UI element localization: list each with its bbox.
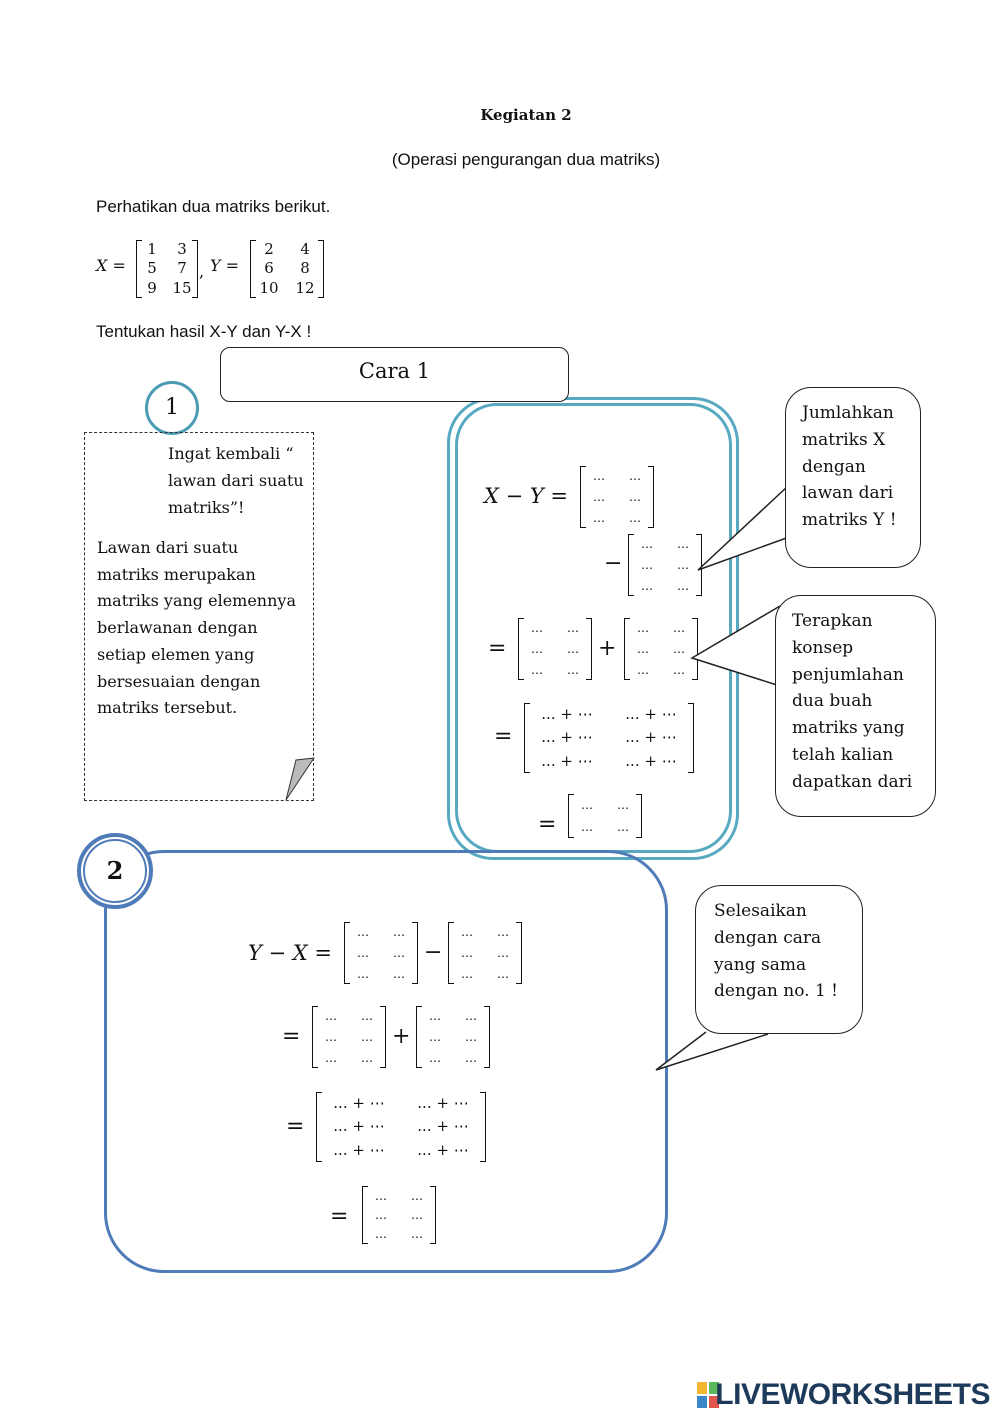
p1-plus: + [598, 636, 617, 661]
matrix-x: 1 3 5 7 9 15 [136, 240, 198, 298]
matrix-y-cell: 4 [300, 240, 310, 259]
p1-matrix-result: ………… [568, 794, 642, 838]
hint-bubble-1: Jumlahkan matriks X dengan lawan dari ma… [785, 387, 921, 568]
p1-equals-3: = [538, 812, 557, 837]
matrix-y-cell: 6 [264, 259, 274, 278]
p2-lhs: Y − X = [248, 941, 333, 965]
hint-bubble-3: Selesaikan dengan cara yang sama dengan … [695, 885, 863, 1034]
p2-equals-1: = [282, 1024, 301, 1049]
p2-equals-2: = [286, 1114, 305, 1139]
matrix-x-cell: 5 [147, 259, 157, 278]
p2-matrix-result: ……………… [362, 1186, 436, 1244]
reminder-text: Ingat kembali “ lawan dari suatu matriks… [168, 444, 304, 517]
p2-matrix-c: ……………… [312, 1006, 386, 1068]
step2-badge: 2 [83, 839, 147, 903]
p1-matrix-a: ……………… [580, 466, 654, 528]
matrix-y: 2 4 6 8 10 12 [250, 240, 324, 298]
p1-equals-2: = [494, 724, 513, 749]
p1-matrix-sum: ... + ⋯... + ⋯... + ⋯... + ⋯... + ⋯... +… [524, 703, 694, 773]
p1-minus: − [604, 551, 623, 576]
matrix-y-cell: 10 [259, 278, 279, 297]
p1-matrix-c: ……………… [518, 618, 592, 680]
page-subtitle: (Operasi pengurangan dua matriks) [391, 150, 661, 169]
page-curl-icon [285, 757, 316, 801]
panel1-frame [447, 397, 739, 860]
cara-label-box: Cara 1 [220, 347, 569, 402]
matrix-x-cell: 1 [147, 240, 157, 259]
p1-matrix-d: ……………… [624, 618, 698, 680]
hint-bubble-1-text: Jumlahkan matriks X dengan lawan dari ma… [802, 403, 897, 531]
matrix-x-cell: 9 [147, 278, 157, 297]
reminder-note [84, 432, 314, 801]
p2-equals-3: = [330, 1204, 349, 1229]
page-title: Kegiatan 2 [480, 106, 572, 124]
matrix-y-cell: 12 [295, 278, 315, 297]
matrix-y-cell: 2 [264, 240, 274, 259]
bubble3-tail [655, 1031, 769, 1071]
matrix-y-cell: 8 [300, 259, 310, 278]
p1-equals-1: = [488, 636, 507, 661]
p1-matrix-b: ……………… [628, 534, 702, 596]
p2-matrix-sum: ... + ⋯... + ⋯... + ⋯... + ⋯... + ⋯... +… [316, 1092, 486, 1162]
p2-minus: − [424, 940, 443, 965]
bubble1-tail [697, 485, 793, 571]
matrix-x-cell: 15 [172, 278, 192, 297]
p2-plus: + [392, 1024, 411, 1049]
task-text: Tentukan hasil X-Y dan Y-X ! [96, 322, 312, 341]
matrix-x-cell: 3 [177, 240, 187, 259]
hint-bubble-3-text: Selesaikan dengan cara yang sama dengan … [714, 901, 839, 1002]
matrix-separator: , [199, 262, 205, 281]
hint-bubble-2: Terapkan konsep penjumlahan dua buah mat… [775, 595, 936, 817]
matrix-y-label: Y = [210, 256, 240, 275]
matrix-x-cell: 7 [177, 259, 187, 278]
matrix-x-label: X = [96, 256, 126, 275]
p2-matrix-d: ……………… [416, 1006, 490, 1068]
brand-logo-icon [697, 1382, 719, 1408]
hint-bubble-2-text: Terapkan konsep penjumlahan dua buah mat… [792, 611, 913, 792]
bubble2-tail [690, 605, 781, 687]
step1-badge: 1 [145, 381, 199, 435]
intro-text: Perhatikan dua matriks berikut. [96, 197, 331, 216]
p2-matrix-a: ……………… [344, 922, 418, 984]
brand-logo-text: LIVEWORKSHEETS [715, 1378, 990, 1411]
definition-text: Lawan dari suatu matriks merupakan matri… [97, 538, 296, 718]
p2-matrix-b: ……………… [448, 922, 522, 984]
p1-lhs: X − Y = [484, 484, 569, 508]
